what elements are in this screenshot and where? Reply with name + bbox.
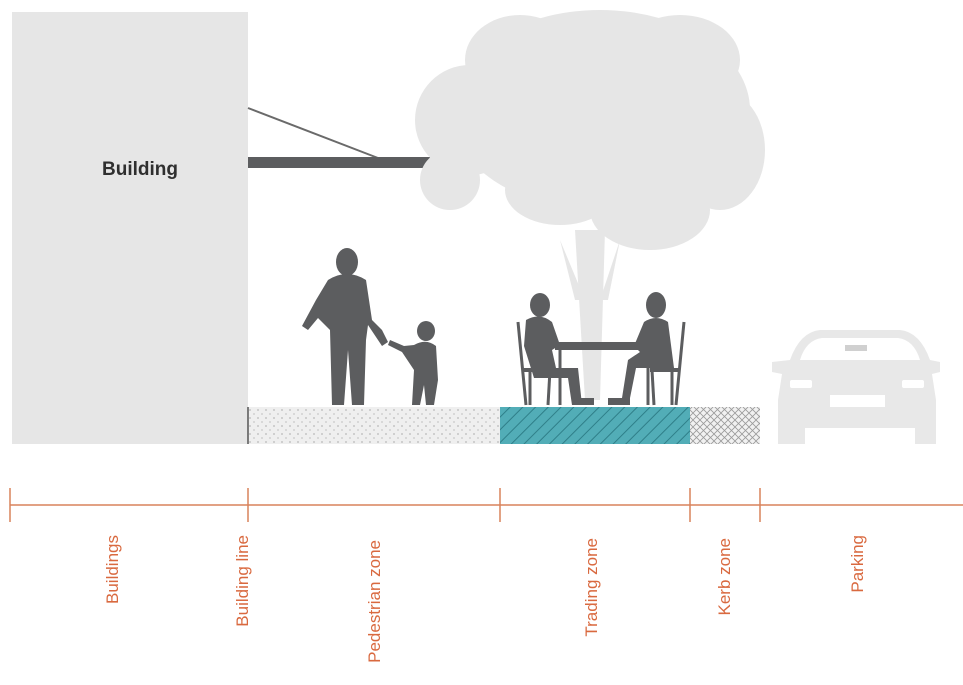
awning-icon	[247, 107, 500, 168]
woman-walking-icon	[302, 248, 388, 405]
seated-man-icon	[516, 293, 594, 406]
zone-axis	[9, 488, 963, 522]
zone-label-trading-zone: Trading zone	[582, 538, 601, 637]
zone-label-parking: Parking	[848, 535, 867, 593]
seated-woman-icon	[608, 292, 686, 406]
building-label: Building	[102, 159, 178, 180]
tree-icon	[415, 10, 765, 400]
zone-label-kerb-zone: Kerb zone	[715, 538, 734, 616]
car-icon	[772, 330, 940, 444]
child-icon	[388, 321, 438, 405]
kerb-zone-surface	[690, 407, 760, 444]
pedestrian-zone-surface	[248, 407, 500, 444]
zone-label-building-line: Building line	[233, 535, 252, 627]
zone-label-buildings: Buildings	[103, 535, 122, 604]
building-block	[12, 12, 248, 444]
zone-label-pedestrian-zone: Pedestrian zone	[365, 540, 384, 663]
trading-zone-surface	[500, 407, 690, 444]
